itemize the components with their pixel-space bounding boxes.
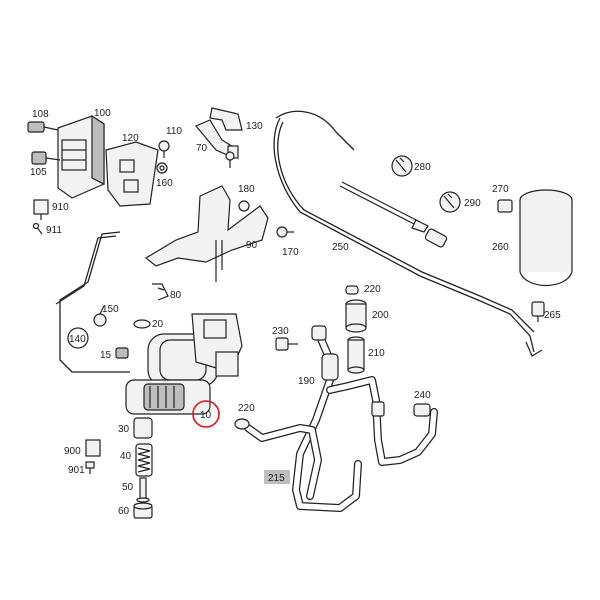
highlight-circle-10 xyxy=(192,400,220,428)
label-230: 230 xyxy=(272,326,289,337)
bolt-50[interactable] xyxy=(136,477,150,503)
label-240: 240 xyxy=(414,390,431,401)
washer-20[interactable] xyxy=(133,319,151,329)
label-160: 160 xyxy=(156,178,173,189)
reservoir-260[interactable] xyxy=(519,189,573,286)
screw-70[interactable] xyxy=(225,151,235,168)
label-20: 20 xyxy=(152,319,164,330)
control-unit-100[interactable] xyxy=(57,114,105,199)
screw-230[interactable] xyxy=(275,337,298,351)
label-180: 180 xyxy=(238,184,255,195)
label-60: 60 xyxy=(118,506,130,517)
nut-60[interactable] xyxy=(133,502,153,519)
fitting-190[interactable] xyxy=(311,325,339,381)
label-290: 290 xyxy=(464,198,481,209)
wrench-icon xyxy=(391,155,413,177)
dryer-210[interactable] xyxy=(347,336,365,374)
label-215: 215 xyxy=(268,473,285,484)
label-210: 210 xyxy=(368,348,385,359)
label-150: 150 xyxy=(102,304,119,315)
fitting-290[interactable] xyxy=(424,228,448,248)
cap-220-lower[interactable] xyxy=(234,418,250,430)
label-170: 170 xyxy=(282,247,299,258)
bracket-90[interactable] xyxy=(144,185,269,282)
label-280: 280 xyxy=(414,162,431,173)
label-250: 250 xyxy=(332,242,349,253)
fitting-215-left[interactable] xyxy=(371,401,385,417)
pin-911[interactable] xyxy=(32,222,43,235)
rod-280[interactable] xyxy=(339,181,429,233)
label-910: 910 xyxy=(52,202,69,213)
label-108: 108 xyxy=(32,109,49,120)
bolt-170[interactable] xyxy=(276,226,294,238)
clip-150[interactable] xyxy=(93,305,107,327)
callout-140 xyxy=(67,327,89,349)
screw-110[interactable] xyxy=(158,140,170,158)
label-15: 15 xyxy=(100,350,112,361)
label-901: 901 xyxy=(68,465,85,476)
wrench-icon-2 xyxy=(439,191,461,213)
label-220-lower: 220 xyxy=(238,403,255,414)
label-10: 10 xyxy=(200,410,212,421)
plug-910[interactable] xyxy=(33,199,49,220)
cap-220-upper[interactable] xyxy=(345,285,359,295)
label-70: 70 xyxy=(196,143,208,154)
label-270: 270 xyxy=(492,184,509,195)
bracket-130[interactable] xyxy=(195,107,243,159)
label-50: 50 xyxy=(122,482,134,493)
label-110: 110 xyxy=(166,126,182,137)
bracket-120[interactable] xyxy=(105,141,159,207)
connector-105[interactable] xyxy=(31,151,61,165)
line-140[interactable] xyxy=(55,231,130,373)
connector-108[interactable] xyxy=(27,121,59,133)
nut-180[interactable] xyxy=(238,200,250,212)
spring-40[interactable] xyxy=(135,443,153,477)
label-90: 90 xyxy=(246,240,258,251)
pin-901[interactable] xyxy=(85,461,95,474)
label-100: 100 xyxy=(94,108,111,119)
label-120: 120 xyxy=(122,133,139,144)
label-900: 900 xyxy=(64,446,81,457)
line-250[interactable] xyxy=(273,110,543,357)
label-130: 130 xyxy=(246,121,263,132)
valve-265[interactable] xyxy=(531,301,545,322)
label-190: 190 xyxy=(298,376,315,387)
valve-200[interactable] xyxy=(345,299,367,333)
label-260: 260 xyxy=(492,242,509,253)
label-40: 40 xyxy=(120,451,132,462)
washer-15[interactable] xyxy=(115,347,129,359)
plug-270[interactable] xyxy=(497,199,513,213)
label-215-box xyxy=(264,470,290,484)
label-80: 80 xyxy=(170,290,182,301)
clip-80[interactable] xyxy=(152,283,169,301)
label-265: 265 xyxy=(544,310,561,321)
clip-240[interactable] xyxy=(413,403,431,417)
label-911: 911 xyxy=(46,225,62,236)
nut-160[interactable] xyxy=(156,162,168,174)
label-140: 140 xyxy=(69,334,86,345)
plug-900[interactable] xyxy=(85,439,101,457)
label-30: 30 xyxy=(118,424,130,435)
mount-30[interactable] xyxy=(133,417,153,439)
compressor-10[interactable] xyxy=(125,313,243,415)
label-105: 105 xyxy=(30,167,47,178)
label-220-upper: 220 xyxy=(364,284,381,295)
label-200: 200 xyxy=(372,310,389,321)
